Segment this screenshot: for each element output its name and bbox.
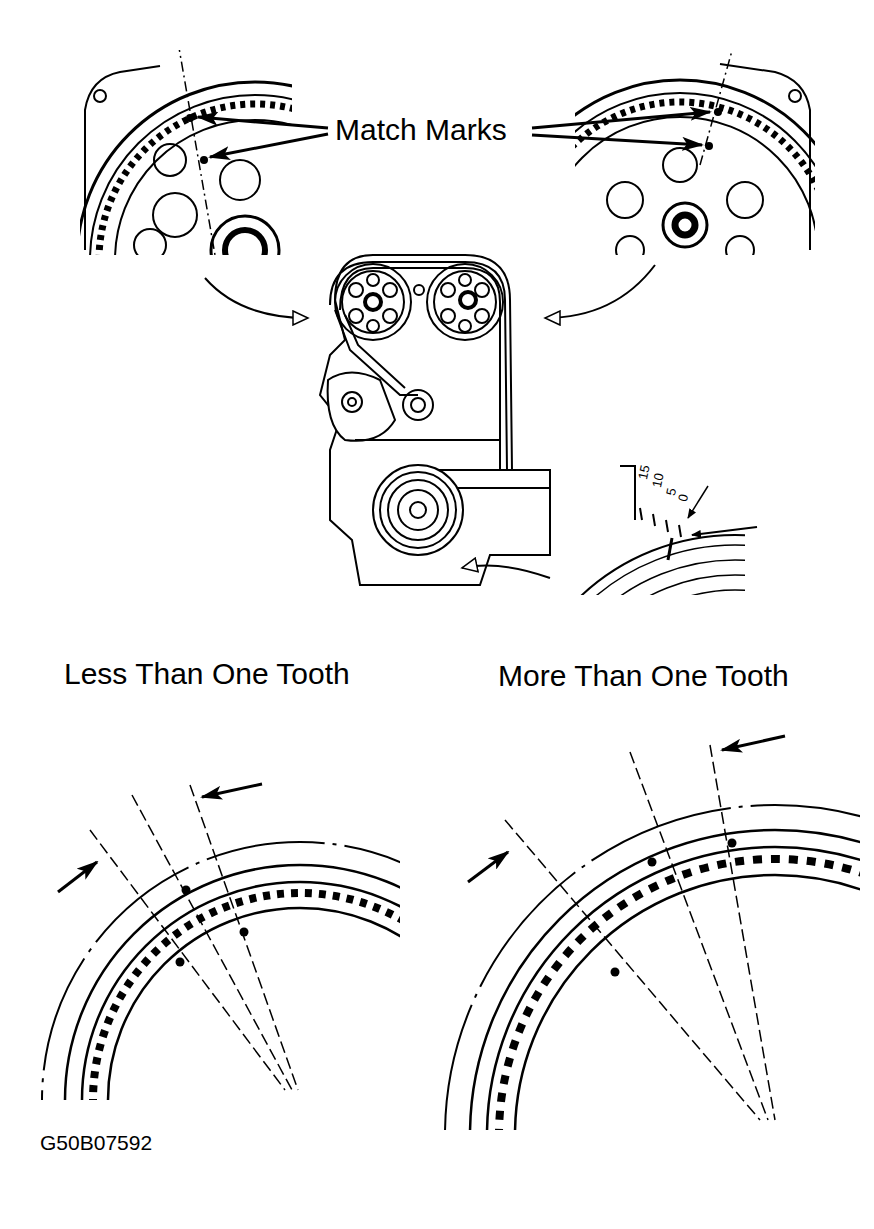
figure-heading: Less Than One Tooth xyxy=(62,657,352,690)
figure-code: G50B07592 xyxy=(38,1131,154,1154)
scale-number: 10 xyxy=(650,472,667,489)
figure-heading: More Than One Tooth xyxy=(496,659,791,692)
callout-label: Match Marks xyxy=(333,113,509,146)
scale-number: 0 xyxy=(676,493,691,503)
